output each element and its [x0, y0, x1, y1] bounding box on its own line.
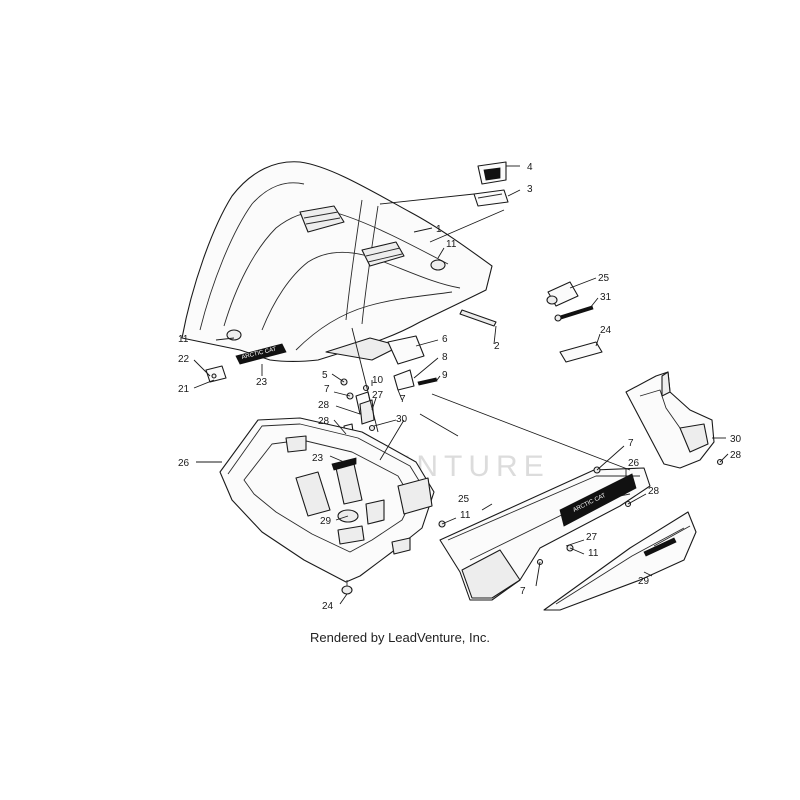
callout-28-mid: 28	[648, 486, 660, 497]
callout-15: 24	[600, 325, 612, 336]
callout-30: 30	[730, 434, 742, 445]
callout-31: 31	[600, 292, 612, 303]
render-credit: Rendered by LeadVenture, Inc.	[310, 630, 490, 645]
callout-7-left: 7	[324, 384, 330, 395]
callout-17: 26	[178, 458, 190, 469]
callout-9: 9	[442, 370, 448, 381]
callout-1: 1	[436, 224, 442, 235]
prop-rod	[459, 309, 497, 327]
callout-27: 27	[586, 532, 598, 543]
callout-8: 8	[442, 352, 448, 363]
callout-14: 23	[256, 377, 268, 388]
callout-4: 4	[527, 162, 533, 173]
tool-parts	[546, 281, 603, 363]
callout-7-lower: 7	[520, 586, 526, 597]
callout-28-right: 28	[730, 450, 742, 461]
leader-lines	[193, 165, 729, 605]
callout-12: 21	[178, 384, 190, 395]
callout-18: 27	[372, 390, 384, 401]
callout-23: 23	[312, 453, 324, 464]
hinge	[205, 365, 227, 383]
callout-11-lower: 11	[588, 548, 599, 559]
callout-10: 10	[372, 375, 384, 386]
callout-11-top: 11	[446, 239, 457, 250]
lower-skid	[543, 511, 697, 611]
callout-11-left: 11	[178, 334, 189, 345]
callout-7-mid: 7	[400, 394, 406, 405]
storage-tub	[219, 417, 435, 595]
callout-20: 28	[318, 416, 330, 427]
callout-13: 22	[178, 354, 190, 365]
hood	[181, 161, 493, 365]
callout-3: 3	[527, 184, 533, 195]
callout-11-bumper: 11	[460, 510, 471, 521]
callout-29: 29	[638, 576, 650, 587]
callout-7-right: 7	[628, 438, 634, 449]
callout-5: 5	[322, 370, 328, 381]
callout-24: 24	[322, 601, 334, 612]
callout-labels: 4 3 1 11 25 31 24 2 6 8 9 5 10 7 27 7 28…	[178, 162, 742, 612]
side-panel	[625, 371, 724, 469]
callout-26: 26	[628, 458, 640, 469]
callout-2: 2	[494, 341, 500, 352]
vent-insert	[473, 161, 509, 207]
callout-19: 28	[318, 400, 330, 411]
callout-16: 25	[598, 273, 610, 284]
callout-25: 25	[458, 494, 470, 505]
callout-21: 29	[320, 516, 332, 527]
callout-6: 6	[442, 334, 448, 345]
callout-22: 30	[396, 414, 408, 425]
front-bumper: ARCTIC CAT	[438, 466, 651, 601]
